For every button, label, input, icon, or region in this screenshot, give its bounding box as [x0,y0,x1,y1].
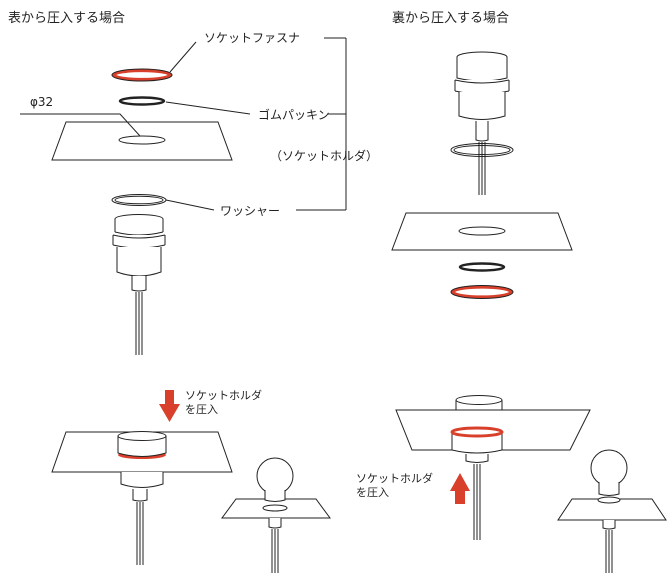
press-arrow-down [159,390,180,422]
rubber-label: ゴムパッキン [258,107,330,122]
rubber-packing-ring [118,96,166,106]
heading-back: 裏から圧入する場合 [392,11,509,26]
diameter-leader [20,113,141,137]
press-arrow-up [450,473,470,504]
bulb-assembly-front [221,457,331,573]
heading-front: 表から圧入する場合 [8,11,125,26]
rubber-packing-ring-right [458,262,506,272]
washer-ring [111,194,167,206]
socket-holder-right [454,51,510,195]
fastener-label: ソケットファスナ [204,31,300,45]
socket-holder-pressed-front [117,431,167,565]
press-front-line2: を圧入 [185,403,218,416]
bulb-assembly-back [557,449,667,573]
socket-holder-left [112,214,166,355]
panel-hole [118,135,166,145]
washer-leader [165,199,215,211]
rubber-leader [165,101,251,115]
press-back-line2: を圧入 [356,486,389,499]
panel-hole-right [458,226,506,236]
socket-fastener-ring-right [450,285,514,299]
press-front-line1: ソケットホルダ [185,388,262,402]
diameter-label: φ32 [30,95,53,109]
washer-label: ワッシャー [220,204,280,218]
press-back-line1: ソケットホルダ [356,471,433,485]
holder-label: （ソケットホルダ） [270,148,378,163]
socket-fastener-pressed [450,426,504,540]
washer-ring-right [450,143,514,157]
fastener-leader [169,41,197,73]
socket-fastener-ring [111,68,173,82]
